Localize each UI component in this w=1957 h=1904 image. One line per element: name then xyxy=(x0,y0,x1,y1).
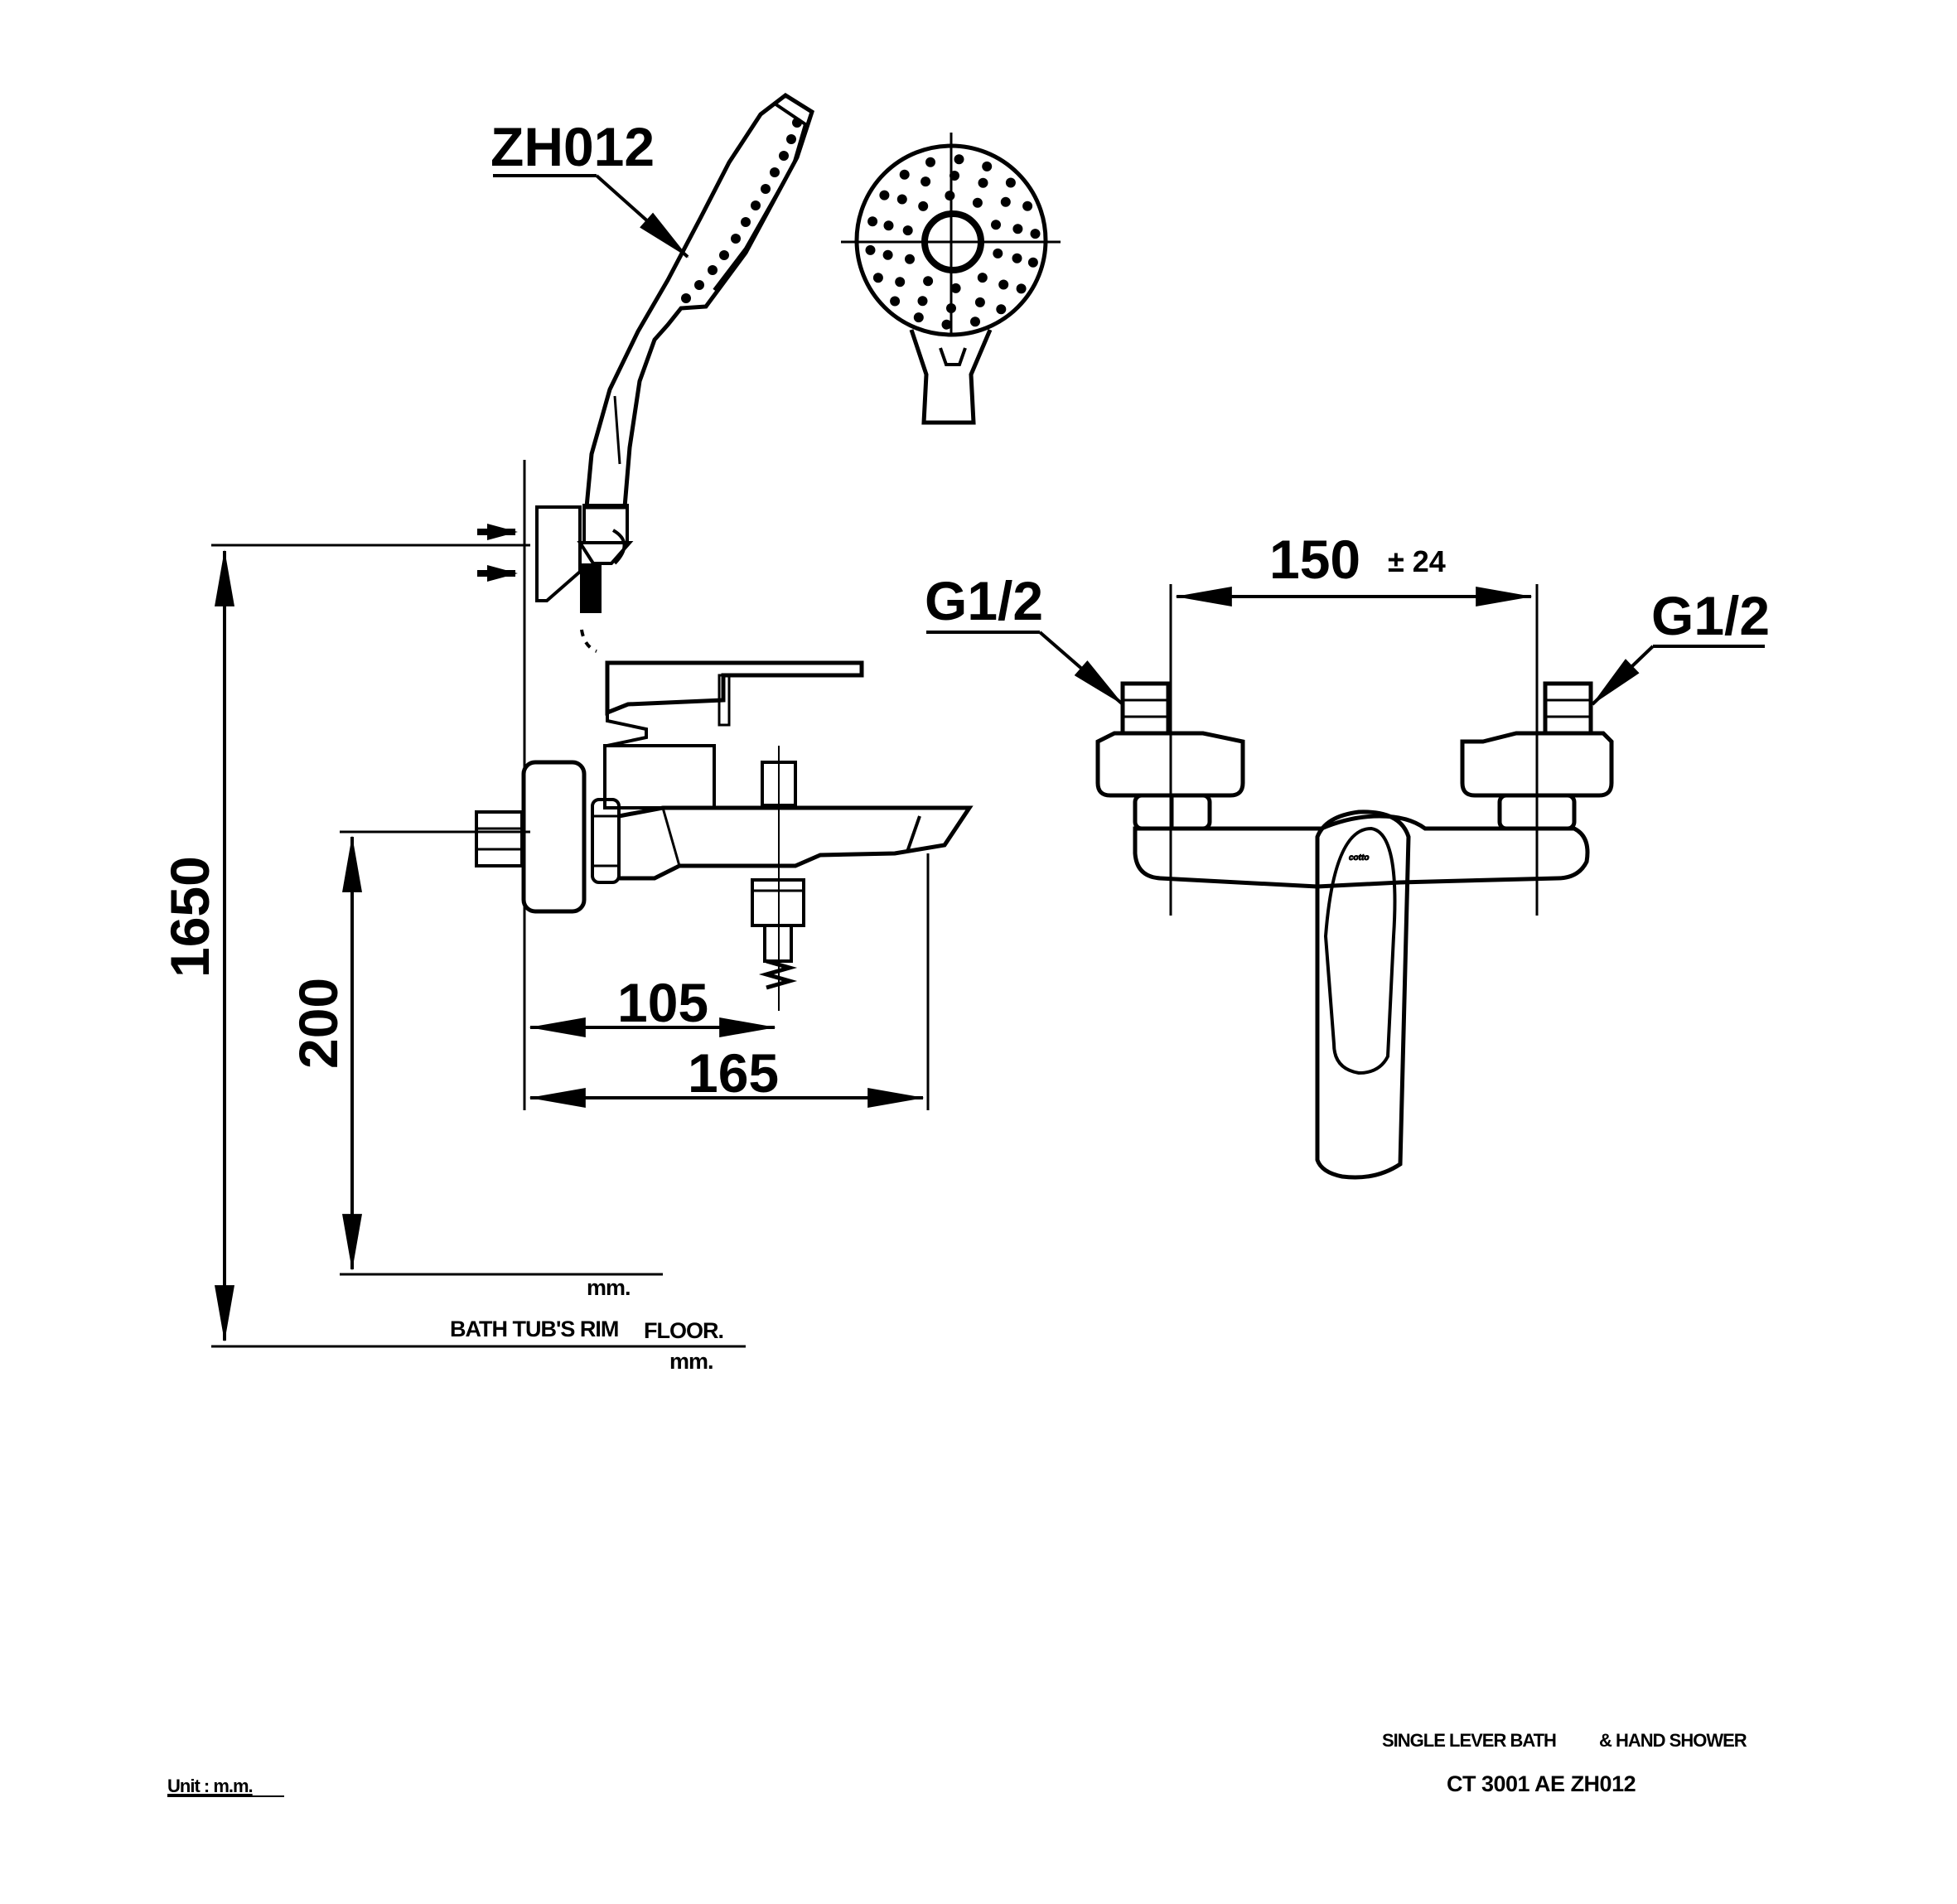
hand-shower-front xyxy=(841,133,1061,425)
callout-leader-g12-left xyxy=(1038,631,1124,706)
spray-dot xyxy=(883,220,894,231)
spray-dot xyxy=(982,161,993,172)
dimension-150-value: 150 xyxy=(1269,529,1360,590)
dimension-1650-value: 1650 xyxy=(159,856,220,978)
spray-dot xyxy=(1016,283,1027,294)
floor-reference-label: FLOOR. xyxy=(644,1318,723,1343)
callout-leader-g12-right xyxy=(1591,645,1655,706)
spray-dots xyxy=(865,154,1041,330)
spray-dot xyxy=(879,190,890,201)
inlet-label-left: G1/2 xyxy=(925,570,1043,631)
rim-reference-label: BATH TUB'S RIM xyxy=(450,1317,618,1341)
model-code: CT 3001 AE ZH012 xyxy=(1447,1771,1636,1796)
spray-dot xyxy=(913,312,924,323)
model-callout: ZH012 xyxy=(490,116,655,177)
spray-dot xyxy=(945,191,955,201)
wall-bracket xyxy=(477,505,626,602)
left-inlet xyxy=(1095,681,1245,831)
spray-dot xyxy=(974,297,985,307)
spray-dot xyxy=(1005,177,1016,188)
spray-dot xyxy=(918,201,929,211)
dimension-150-tolerance: ± 24 xyxy=(1388,544,1446,578)
inlet-label-right: G1/2 xyxy=(1651,585,1770,646)
spray-dot xyxy=(1000,196,1011,207)
spray-dot xyxy=(923,276,934,287)
spray-dot xyxy=(954,154,964,165)
spray-dot xyxy=(905,254,915,264)
title-part2: & HAND SHOWER xyxy=(1599,1730,1747,1751)
spray-dot xyxy=(902,225,913,236)
floor-reference-unit: mm. xyxy=(669,1349,713,1374)
labels: ZH012 G1/2 G1/2 150 ± 24 105 165 1650 20… xyxy=(159,116,1770,1797)
spray-dot xyxy=(896,194,907,205)
spray-dot xyxy=(1027,257,1038,268)
rim-reference-unit: mm. xyxy=(587,1275,631,1300)
dimension-lines-side xyxy=(211,174,930,1348)
spray-dot xyxy=(921,176,931,187)
spray-dot xyxy=(1022,201,1033,211)
front-view: cotto xyxy=(926,584,1765,1180)
title-part1: SINGLE LEVER BATH xyxy=(1382,1730,1556,1751)
spray-dot xyxy=(950,171,959,181)
spray-dot xyxy=(872,273,883,283)
spray-dot xyxy=(991,220,1001,230)
dimension-105-value: 105 xyxy=(617,972,708,1033)
spray-dot xyxy=(972,197,983,208)
spray-dot xyxy=(882,249,893,260)
spray-dot xyxy=(977,273,988,283)
spray-dot xyxy=(998,279,1009,290)
dimension-165-value: 165 xyxy=(688,1042,779,1104)
nozzle-bumps xyxy=(681,118,802,303)
spray-dot xyxy=(950,283,961,293)
spray-dot xyxy=(970,317,980,327)
spray-dot xyxy=(867,216,878,227)
mixer-body-side xyxy=(475,660,974,1011)
spray-dot xyxy=(941,319,952,330)
handle-logo: cotto xyxy=(1349,853,1369,863)
unit-note: Unit : m.m. xyxy=(167,1776,253,1796)
spray-dot xyxy=(865,244,876,255)
spray-dot xyxy=(1012,253,1022,263)
side-view xyxy=(475,92,974,1110)
spray-dot xyxy=(890,296,901,307)
spray-dot xyxy=(925,157,935,167)
dimension-200-value: 200 xyxy=(288,978,349,1069)
spray-dot xyxy=(1012,224,1023,234)
spray-dot xyxy=(946,303,956,313)
spray-dot xyxy=(996,304,1007,315)
hand-shower-side xyxy=(577,92,814,653)
spray-dot xyxy=(917,296,928,307)
spray-dot xyxy=(1030,229,1041,239)
spray-dot xyxy=(978,177,988,188)
callout-leader-zh012 xyxy=(595,174,689,259)
spray-dot xyxy=(895,277,906,288)
spray-dot xyxy=(899,169,910,180)
spray-dot xyxy=(993,248,1003,259)
